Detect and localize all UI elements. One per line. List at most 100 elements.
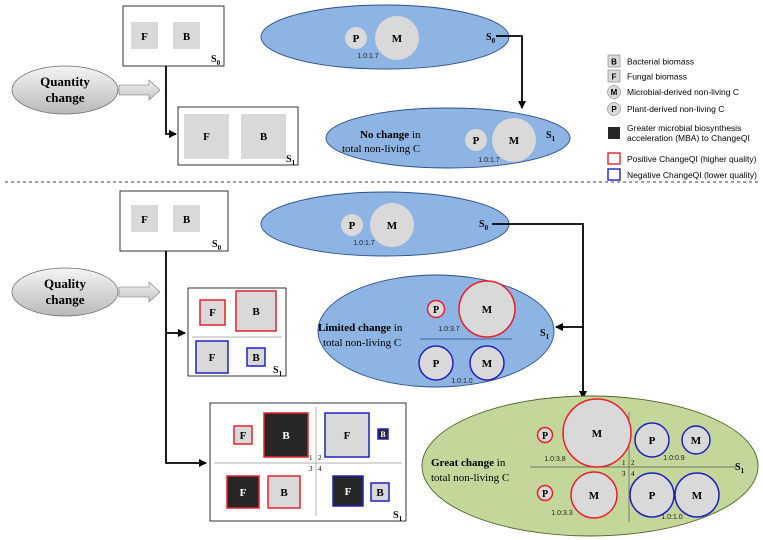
legend-negative-text: Negative ChangeQI (lower quality) xyxy=(627,170,757,180)
fungal-label: F xyxy=(345,486,352,498)
legend-fungal-text: Fungal biomass xyxy=(627,72,687,82)
limited-change-caption-line2: total non-living C xyxy=(323,337,401,349)
legend-mba-text-2: acceleration (MBA) to ChangeQI xyxy=(627,133,750,143)
no-change-caption: No change in xyxy=(360,129,421,141)
legend-plant-text: Plant-derived non-living C xyxy=(627,104,724,114)
legend-mba-text-1: Greater microbial biosynthesis xyxy=(627,123,741,133)
limited-s1-ellipse: Limited change in total non-living C P M… xyxy=(317,274,555,388)
fungal-label: F xyxy=(240,487,247,499)
ratio-label: 1.0:3.7 xyxy=(438,326,460,333)
state-s0-label: S0 xyxy=(212,239,222,252)
plant-derived-label: P xyxy=(349,220,356,232)
state-s0-label: S0 xyxy=(479,219,489,232)
fungal-label: F xyxy=(141,214,148,226)
bacterial-label: B xyxy=(282,430,290,442)
plant-derived-label: P xyxy=(542,431,548,442)
legend-microbial-glyph: M xyxy=(611,88,618,97)
state-s1-label: S1 xyxy=(393,510,403,523)
quadrant-3-label: 3 xyxy=(622,470,626,478)
quality-block-arrow xyxy=(118,281,161,303)
ratio-label: 1.0:0.9 xyxy=(663,455,685,462)
quantity-section: F B S0 Quantity change F B S1 P xyxy=(11,4,571,169)
quadrant-2-label: 2 xyxy=(631,459,635,467)
quantity-s1-ellipse: No change in total non-living C P M 1.0:… xyxy=(325,107,571,169)
quality-change-pill: Quality change xyxy=(11,267,119,317)
ratio-label: 1.0:1.7 xyxy=(353,240,375,247)
quadrant-1-label: 1 xyxy=(622,459,626,467)
legend-positive-text: Positive ChangeQI (higher quality) xyxy=(627,154,757,164)
quantity-s0-box: F B S0 xyxy=(122,5,225,67)
bacterial-label: B xyxy=(380,430,386,439)
fungal-label: F xyxy=(209,307,216,319)
quantity-change-pill: Quantity change xyxy=(11,65,119,115)
ellipse-connector xyxy=(496,35,526,109)
great-s1-ellipse: Great change in total non-living C P M 1… xyxy=(421,395,759,537)
microbial-derived-label: M xyxy=(392,33,403,45)
state-s1-label: S1 xyxy=(735,462,745,475)
pill-line1: Quantity xyxy=(40,74,90,89)
bacterial-label: B xyxy=(252,352,260,364)
legend-microbial-text: Microbial-derived non-living C xyxy=(627,87,739,97)
bacterial-label: B xyxy=(376,487,384,499)
plant-derived-label: P xyxy=(542,489,548,500)
bacterial-label: B xyxy=(183,31,191,43)
microbial-derived-label: M xyxy=(387,220,398,232)
microbial-derived-label: M xyxy=(589,490,600,502)
great-s1-box: F B F B F B F B 1 2 3 4 S1 xyxy=(209,402,407,523)
no-change-caption-line2: total non-living C xyxy=(342,143,420,155)
plant-derived-label: P xyxy=(433,358,440,370)
pill-line2: change xyxy=(46,90,85,105)
quadrant-3-label: 3 xyxy=(309,465,313,473)
ellipse-connector-limited xyxy=(492,223,584,331)
state-s1-label: S1 xyxy=(286,154,296,167)
ratio-label: 1.0:1.0 xyxy=(451,378,473,385)
quantity-s0-ellipse: P M 1.0:1.7 S0 xyxy=(260,4,510,70)
microbial-derived-label: M xyxy=(692,490,703,502)
bacterial-label: B xyxy=(252,306,260,318)
limited-change-caption: Limited change in xyxy=(318,322,403,334)
ratio-label: 1.0:3.8 xyxy=(544,456,566,463)
bacterial-label: B xyxy=(260,131,268,143)
quality-section: F B S0 Quality change F B F B S1 xyxy=(11,190,759,537)
pill-line1: Quality xyxy=(44,276,86,291)
legend-plant-glyph: P xyxy=(611,105,617,114)
quadrant-1-label: 1 xyxy=(309,454,313,462)
plant-derived-label: P xyxy=(433,305,439,316)
fungal-label: F xyxy=(240,430,247,442)
quantity-block-arrow xyxy=(118,79,161,101)
quadrant-4-label: 4 xyxy=(318,465,322,473)
state-s1-label: S1 xyxy=(273,365,283,378)
legend-bacterial-text: Bacterial biomass xyxy=(627,57,694,67)
fungal-label: F xyxy=(203,131,210,143)
state-s1-label: S1 xyxy=(546,130,556,143)
pill-line2: change xyxy=(46,292,85,307)
quantity-s1-box: F B S1 xyxy=(177,106,299,167)
microbial-derived-label: M xyxy=(482,358,493,370)
fungal-label: F xyxy=(141,31,148,43)
ratio-label: 1.0:1.7 xyxy=(357,53,379,60)
state-s0-label: S0 xyxy=(486,32,496,45)
great-change-caption-line2: total non-living C xyxy=(431,472,509,484)
ratio-label: 1.0:1.7 xyxy=(478,157,500,164)
microbial-derived-label: M xyxy=(691,435,702,447)
fungal-label: F xyxy=(209,352,216,364)
quantity-connector xyxy=(165,66,177,138)
legend: B Bacterial biomass F Fungal biomass M M… xyxy=(607,54,757,181)
quadrant-2-label: 2 xyxy=(318,454,322,462)
quality-s0-ellipse: P M 1.0:1.7 S0 xyxy=(260,191,510,257)
state-s0-label: S0 xyxy=(211,54,221,67)
bacterial-label: B xyxy=(280,487,288,499)
state-s1-label: S1 xyxy=(540,328,550,341)
plant-derived-label: P xyxy=(649,490,656,502)
legend-bacterial-glyph: B xyxy=(611,58,617,67)
microbial-derived-label: M xyxy=(482,304,493,316)
plant-derived-label: P xyxy=(649,435,656,447)
quality-s0-box: F B S0 xyxy=(119,190,229,252)
great-change-caption: Great change in xyxy=(431,457,506,469)
bacterial-label: B xyxy=(183,214,191,226)
quality-connector-great xyxy=(165,251,207,467)
fungal-label: F xyxy=(344,430,351,442)
legend-fungal-glyph: F xyxy=(612,73,617,82)
plant-derived-label: P xyxy=(353,33,360,45)
